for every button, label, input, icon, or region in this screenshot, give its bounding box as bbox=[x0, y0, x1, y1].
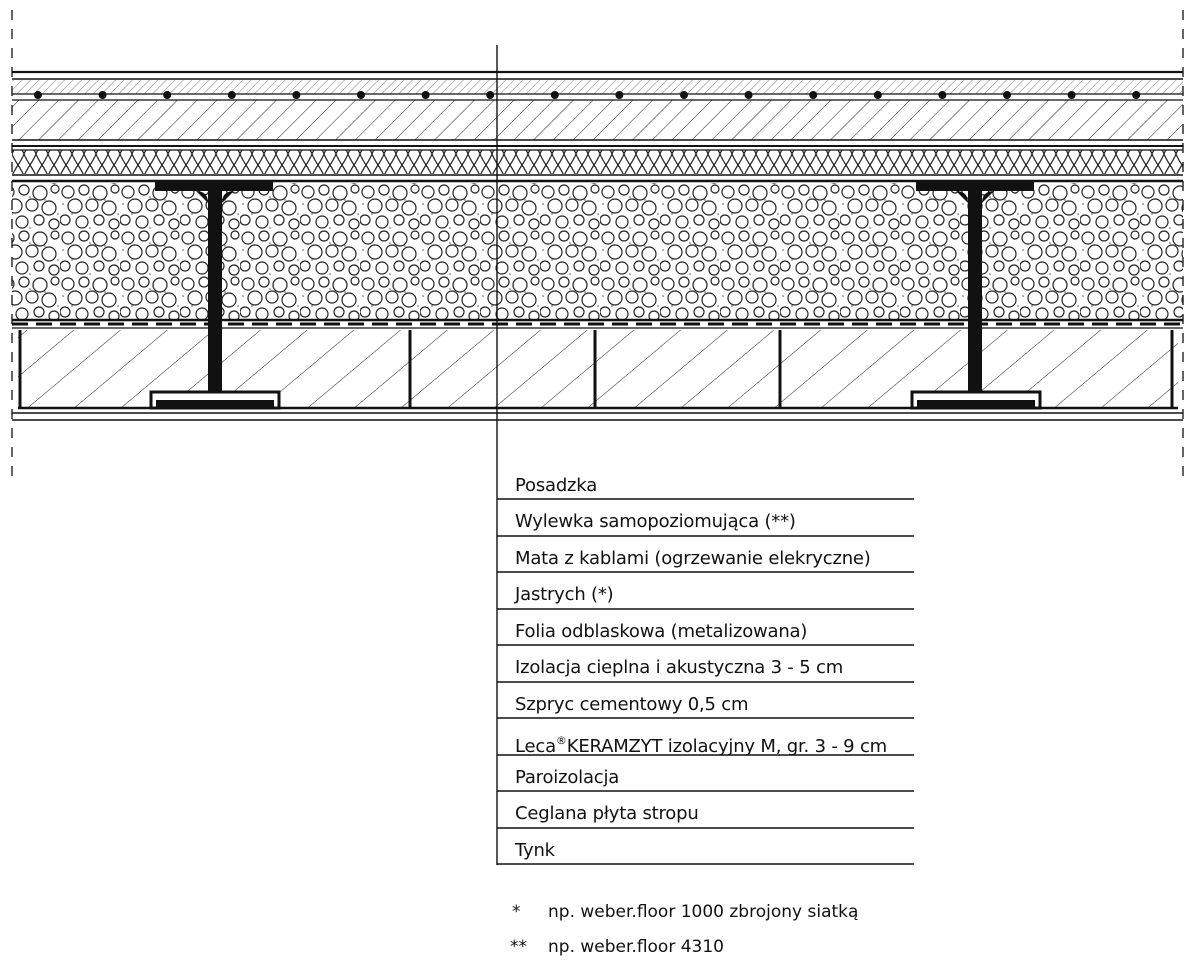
legend-label-floor: Posadzka bbox=[515, 475, 598, 496]
heating-cable-dot bbox=[1003, 91, 1011, 99]
heating-cable-dot bbox=[163, 91, 172, 99]
insulation-layer bbox=[12, 150, 1183, 174]
heating-cable-dot bbox=[34, 91, 42, 99]
heating-cable-dot bbox=[486, 91, 495, 99]
footnote-text-1: np. weber.floor 1000 zbrojony siatką bbox=[548, 902, 859, 922]
heating-cable-dot bbox=[550, 91, 559, 99]
legend-label-self-levelling: Wylewka samopoziomująca (**) bbox=[515, 511, 796, 532]
legend-label-vapour-barrier: Paroizolacja bbox=[515, 767, 620, 788]
self-levelling-layer bbox=[12, 80, 1183, 94]
heating-cable-dot bbox=[680, 91, 688, 99]
legend-label-plaster: Tynk bbox=[515, 840, 555, 861]
heating-cable-dot bbox=[227, 91, 236, 99]
legend-label-brick-slab: Ceglana płyta stropu bbox=[515, 803, 699, 824]
heating-cable-dot bbox=[615, 91, 624, 99]
legend-label-insulation: Izolacja cieplna i akustyczna 3 - 5 cm bbox=[515, 657, 844, 678]
legend-label-reflective-foil: Folia odblaskowa (metalizowana) bbox=[515, 621, 808, 642]
brick-joints bbox=[18, 330, 1174, 408]
heating-cable-dot bbox=[873, 91, 882, 99]
screed-layer bbox=[12, 100, 1183, 140]
heating-cable-dot bbox=[357, 91, 365, 99]
legend-label-heating-mat: Mata z kablami (ogrzewanie elekryczne) bbox=[515, 548, 871, 569]
heating-cable-dot bbox=[1067, 91, 1076, 99]
legend-label-expanded-clay: Leca®KERAMZYT izolacyjny M, gr. 3 - 9 cm bbox=[515, 734, 887, 757]
heating-cable-dot bbox=[744, 91, 753, 99]
steel-beam-right bbox=[910, 181, 1042, 410]
legend-separators bbox=[497, 498, 914, 865]
heating-cable-dot bbox=[1132, 91, 1141, 99]
legend-label-screed: Jastrych (*) bbox=[515, 584, 614, 605]
heating-cable-dot bbox=[292, 91, 301, 99]
heating-cable-dot bbox=[938, 91, 947, 99]
expanded-clay-layer bbox=[12, 183, 1183, 319]
legend-label-cement-slurry: Szpryc cementowy 0,5 cm bbox=[515, 694, 749, 715]
footnote-mark-2: ** bbox=[510, 937, 527, 957]
footnote-mark-1: * bbox=[512, 902, 521, 922]
steel-beam-left bbox=[149, 181, 281, 410]
heating-cable-dot bbox=[98, 91, 107, 99]
heating-cable-dot bbox=[421, 91, 430, 99]
heating-cable-dot bbox=[809, 91, 818, 99]
footnote-text-2: np. weber.floor 4310 bbox=[548, 937, 724, 957]
heating-cable-dots bbox=[34, 91, 1141, 99]
